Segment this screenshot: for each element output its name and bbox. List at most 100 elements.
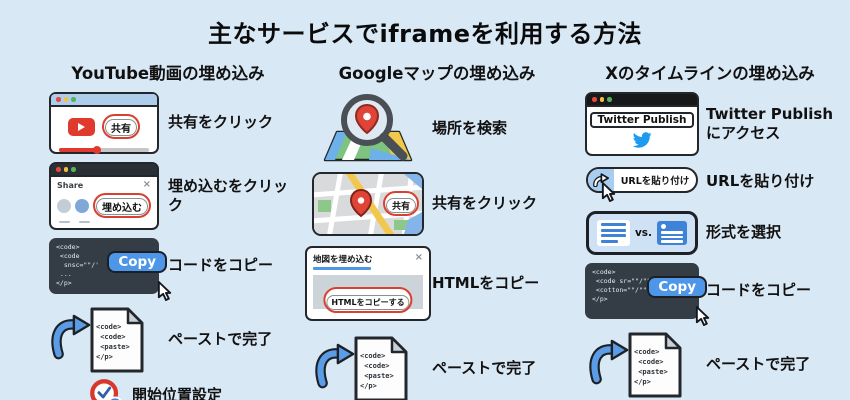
window-dot-green	[71, 97, 76, 102]
copy-button[interactable]: Copy	[107, 251, 167, 273]
document-code-text: <code> <code> <paste> </p>	[96, 323, 130, 362]
step-label: ペーストで完了	[168, 330, 273, 349]
column-x-timeline: Xのタイムラインの埋め込み Twitter Publish	[578, 60, 842, 400]
column-google-maps: Googleマップの埋め込み 場所を検索	[304, 60, 570, 400]
step-label: Twitter Publishにアクセス	[706, 104, 834, 143]
youtube-step-start-position: 開始位置設定	[88, 378, 296, 400]
cursor-icon	[695, 306, 710, 326]
youtube-play-icon[interactable]	[68, 117, 95, 136]
document-code-text: <code> <code> <paste> </p>	[360, 351, 394, 390]
window-dot-red	[56, 97, 61, 102]
column-maps-header: Googleマップの埋め込み	[338, 64, 536, 83]
share-arrow-icon	[587, 169, 614, 191]
map-preview-area: HTMLをコピーする	[313, 274, 423, 313]
maps-step-share: 共有 共有をクリック	[304, 172, 570, 236]
x-step-paste: <code> <code> <paste> </p> ペーストで完了	[578, 331, 842, 399]
tab-underline	[313, 267, 371, 270]
document-code-text: <code> <code> <paste> </p>	[634, 348, 668, 387]
step-label: 共有をクリック	[168, 113, 274, 132]
share-highlight-ring: 共有	[382, 191, 419, 216]
youtube-step-paste: <code> <code> <paste> </p> ペーストで完了	[40, 306, 296, 374]
step-label: 開始位置設定	[132, 386, 223, 400]
youtube-step-copy: <code> <code snsc=""/' ... </p> Copy コード…	[40, 238, 296, 301]
window-titlebar	[51, 94, 157, 107]
code-text: <code> <code sr=""/""> <cotton=""/""> </…	[592, 268, 655, 304]
copy-html-button[interactable]: HTMLをコピーする	[326, 294, 410, 310]
share-dialog-title: Share	[57, 180, 84, 190]
paste-arrow-icon	[51, 314, 91, 360]
maps-step-search: 場所を検索	[304, 92, 570, 166]
paste-document: <code> <code> <paste> </p>	[312, 335, 424, 400]
x-step-access: Twitter Publish Twitter Publishにアクセス	[578, 92, 842, 156]
window-dot-yellow	[63, 97, 68, 102]
window-dot-green	[71, 167, 76, 172]
code-text: <code> <code snsc=""/' ... </p>	[56, 243, 100, 288]
step-label: 共有をクリック	[432, 194, 538, 213]
column-x-header: Xのタイムラインの埋め込み	[605, 64, 815, 83]
x-step-copy: <code> <code sr=""/""> <cotton=""/""> </…	[578, 263, 842, 326]
dialog-title: 地図を埋め込む	[313, 255, 373, 265]
window-dot-green	[607, 97, 612, 102]
embed-map-dialog: 地図を埋め込む × HTMLをコピーする	[305, 246, 431, 321]
window-titlebar	[51, 164, 157, 177]
vs-label: vs.	[634, 227, 653, 239]
format-options: vs.	[585, 211, 699, 255]
x-step-paste-url: URLを貼り付け URLを貼り付け	[578, 164, 842, 209]
share-dialog-window: Share × 埋め込む	[49, 162, 159, 230]
youtube-step-share: 共有 共有をクリック	[40, 92, 296, 154]
embed-highlight-ring: 埋め込む	[93, 193, 151, 218]
url-input-pill[interactable]: URLを貼り付け	[585, 167, 699, 193]
close-icon[interactable]: ×	[142, 179, 151, 190]
step-label: HTMLをコピー	[432, 273, 540, 292]
twitter-publish-logo: Twitter Publish	[589, 112, 695, 128]
window-dot-yellow	[599, 97, 604, 102]
paste-document: <code> <code> <paste> </p>	[586, 331, 698, 399]
twitter-publish-window: Twitter Publish	[585, 92, 699, 156]
video-progress-bar[interactable]	[59, 145, 149, 154]
page-title: 主なサービスでiframeを利用する方法	[208, 20, 642, 48]
code-snippet-block: <code> <code sr=""/""> <cotton=""/""> </…	[585, 263, 710, 326]
map-search-icon	[323, 94, 413, 162]
map-share-button[interactable]: 共有	[385, 198, 416, 213]
step-label: ペーストで完了	[432, 358, 537, 377]
cursor-icon	[601, 182, 615, 202]
paste-arrow-icon	[589, 339, 629, 385]
share-option-icon[interactable]	[57, 198, 71, 213]
step-label: 埋め込むをクリック	[168, 176, 289, 215]
step-label: ペーストで完了	[706, 355, 811, 374]
step-label: 形式を選択	[706, 223, 782, 242]
progress-handle[interactable]	[93, 145, 102, 154]
map-view: 共有	[312, 172, 424, 236]
share-option-icon[interactable]	[75, 198, 89, 213]
x-step-select-format: vs. 形式を選択	[578, 211, 842, 255]
youtube-player-window: 共有	[49, 92, 159, 154]
maps-step-paste: <code> <code> <paste> </p> ペーストで完了	[304, 335, 570, 400]
window-dot-yellow	[63, 167, 68, 172]
url-paste-label: URLを貼り付け	[620, 176, 690, 187]
cursor-icon	[157, 281, 172, 301]
copy-html-highlight-ring: HTMLをコピーする	[323, 286, 413, 313]
copy-button[interactable]: Copy	[647, 276, 707, 298]
share-button[interactable]: 共有	[105, 119, 137, 136]
card-format-icon[interactable]	[657, 221, 688, 245]
close-icon[interactable]: ×	[414, 252, 423, 263]
timeline-format-icon[interactable]	[596, 220, 630, 246]
share-highlight-ring: 共有	[102, 114, 140, 139]
window-dot-red	[56, 167, 61, 172]
window-titlebar	[587, 94, 697, 107]
code-snippet-block: <code> <code snsc=""/' ... </p> Copy	[49, 238, 172, 301]
document-icon	[90, 307, 144, 373]
document-icon	[354, 336, 408, 400]
embed-button[interactable]: 埋め込む	[96, 198, 148, 215]
step-label: URLを貼り付け	[706, 171, 815, 190]
step-label: 場所を検索	[432, 119, 508, 138]
twitter-bird-icon	[632, 132, 652, 148]
youtube-step-embed: Share × 埋め込む 埋め込むをクリック	[40, 162, 296, 230]
step-label: コードをコピー	[168, 256, 274, 275]
window-dot-red	[592, 97, 597, 102]
column-youtube: YouTube動画の埋め込み 共有 共有をクリック	[40, 60, 296, 400]
column-youtube-header: YouTube動画の埋め込み	[71, 64, 265, 83]
step-label: コードをコピー	[706, 281, 812, 300]
maps-step-copy-html: 地図を埋め込む × HTMLをコピーする HTMLをコピー	[304, 246, 570, 321]
